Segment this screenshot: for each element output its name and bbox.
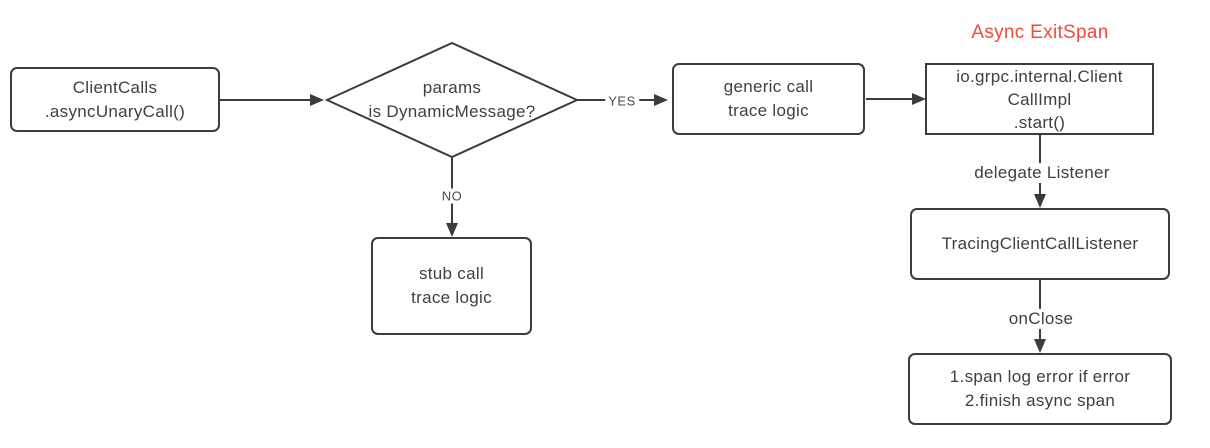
edge-label-yes: YES [605,93,639,109]
node-client-calls: ClientCalls .asyncUnaryCall() [10,67,220,132]
node-generic-call: generic call trace logic [672,63,865,135]
node-client-call-impl-line1: io.grpc.internal.Client [956,66,1123,86]
node-client-call-impl-line2: CallImpl [1007,89,1072,109]
node-stub-call-line2: trace logic [411,288,492,307]
edge-label-onclose: onClose [1005,309,1077,329]
node-span-actions: 1.span log error if error 2.finish async… [908,353,1172,425]
async-exitspan-annotation: Async ExitSpan [971,22,1109,43]
node-decision-label: params is DynamicMessage? [340,76,564,124]
node-client-calls-line2: .asyncUnaryCall() [44,101,186,121]
arrow-generic-to-impl [866,93,926,105]
edge-label-delegate-listener: delegate Listener [971,163,1113,183]
node-client-call-impl: io.grpc.internal.Client CallImpl .start(… [925,63,1154,135]
node-client-calls-line1: ClientCalls [72,77,158,97]
node-client-call-impl-line3: .start() [1013,112,1066,132]
node-decision-line1: params [422,78,482,97]
node-stub-call-line1: stub call [418,264,485,283]
node-stub-call: stub call trace logic [371,237,532,335]
node-tracing-listener: TracingClientCallListener [910,208,1170,280]
arrow-clientcalls-to-decision [220,94,324,106]
node-span-actions-line2: 2.finish async span [964,391,1116,410]
node-span-actions-line1: 1.span log error if error [949,367,1131,386]
node-decision-line2: is DynamicMessage? [368,102,536,121]
node-generic-call-line1: generic call [723,77,814,96]
node-tracing-listener-label: TracingClientCallListener [941,234,1139,253]
edge-label-no: NO [438,188,466,204]
node-generic-call-line2: trace logic [728,101,809,120]
